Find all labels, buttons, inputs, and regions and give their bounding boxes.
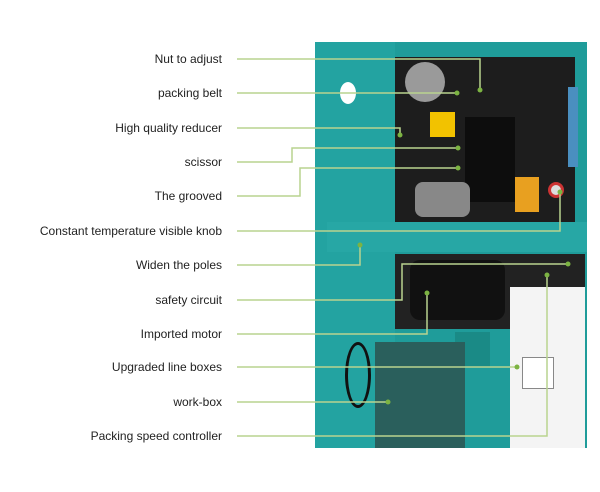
dot-workbox xyxy=(385,399,391,405)
machine-photo xyxy=(315,42,587,448)
cable xyxy=(345,342,371,408)
label-safety-circuit: safety circuit xyxy=(155,293,222,307)
leader-safety xyxy=(237,263,568,301)
leader-reducer xyxy=(237,127,401,135)
leader-speed xyxy=(237,275,548,437)
label-work-box: work-box xyxy=(173,395,222,409)
label-nut-to-adjust: Nut to adjust xyxy=(154,52,222,66)
leader-motor xyxy=(237,293,428,335)
dot-motor xyxy=(424,290,430,296)
label-speed-controller: Packing speed controller xyxy=(90,429,222,443)
dot-grooved xyxy=(455,165,461,171)
belt-wheel xyxy=(405,62,445,102)
dot-poles xyxy=(357,242,363,248)
leader-scissor xyxy=(237,147,458,163)
reducer-cylinder xyxy=(415,182,470,217)
terminal-strip xyxy=(568,87,578,167)
label-scissor: scissor xyxy=(184,155,222,169)
dot-scissor xyxy=(455,145,461,151)
dot-nut xyxy=(477,87,483,93)
leader-knob xyxy=(237,192,561,232)
heater-block xyxy=(465,117,515,202)
work-box xyxy=(375,342,465,448)
motor xyxy=(410,260,505,320)
dot-speed xyxy=(544,272,550,278)
leader-grooved xyxy=(237,167,458,197)
caution-label xyxy=(430,112,455,137)
dot-safety xyxy=(565,261,571,267)
label-widen-poles: Widen the poles xyxy=(135,258,222,272)
crossbar xyxy=(327,222,587,252)
warning-plate xyxy=(515,177,539,212)
dot-knob xyxy=(557,189,563,195)
label-line-boxes: Upgraded line boxes xyxy=(111,360,222,374)
dot-reducer xyxy=(397,132,403,138)
label-temperature-knob: Constant temperature visible knob xyxy=(39,224,222,238)
label-grooved: The grooved xyxy=(154,189,222,203)
leader-nut xyxy=(237,58,481,90)
label-reducer: High quality reducer xyxy=(115,121,222,135)
dot-belt xyxy=(454,90,460,96)
label-packing-belt: packing belt xyxy=(157,86,222,100)
warning-sign xyxy=(522,357,554,389)
dot-linebox xyxy=(514,364,520,370)
label-imported-motor: Imported motor xyxy=(140,327,222,341)
leader-poles xyxy=(237,245,361,266)
